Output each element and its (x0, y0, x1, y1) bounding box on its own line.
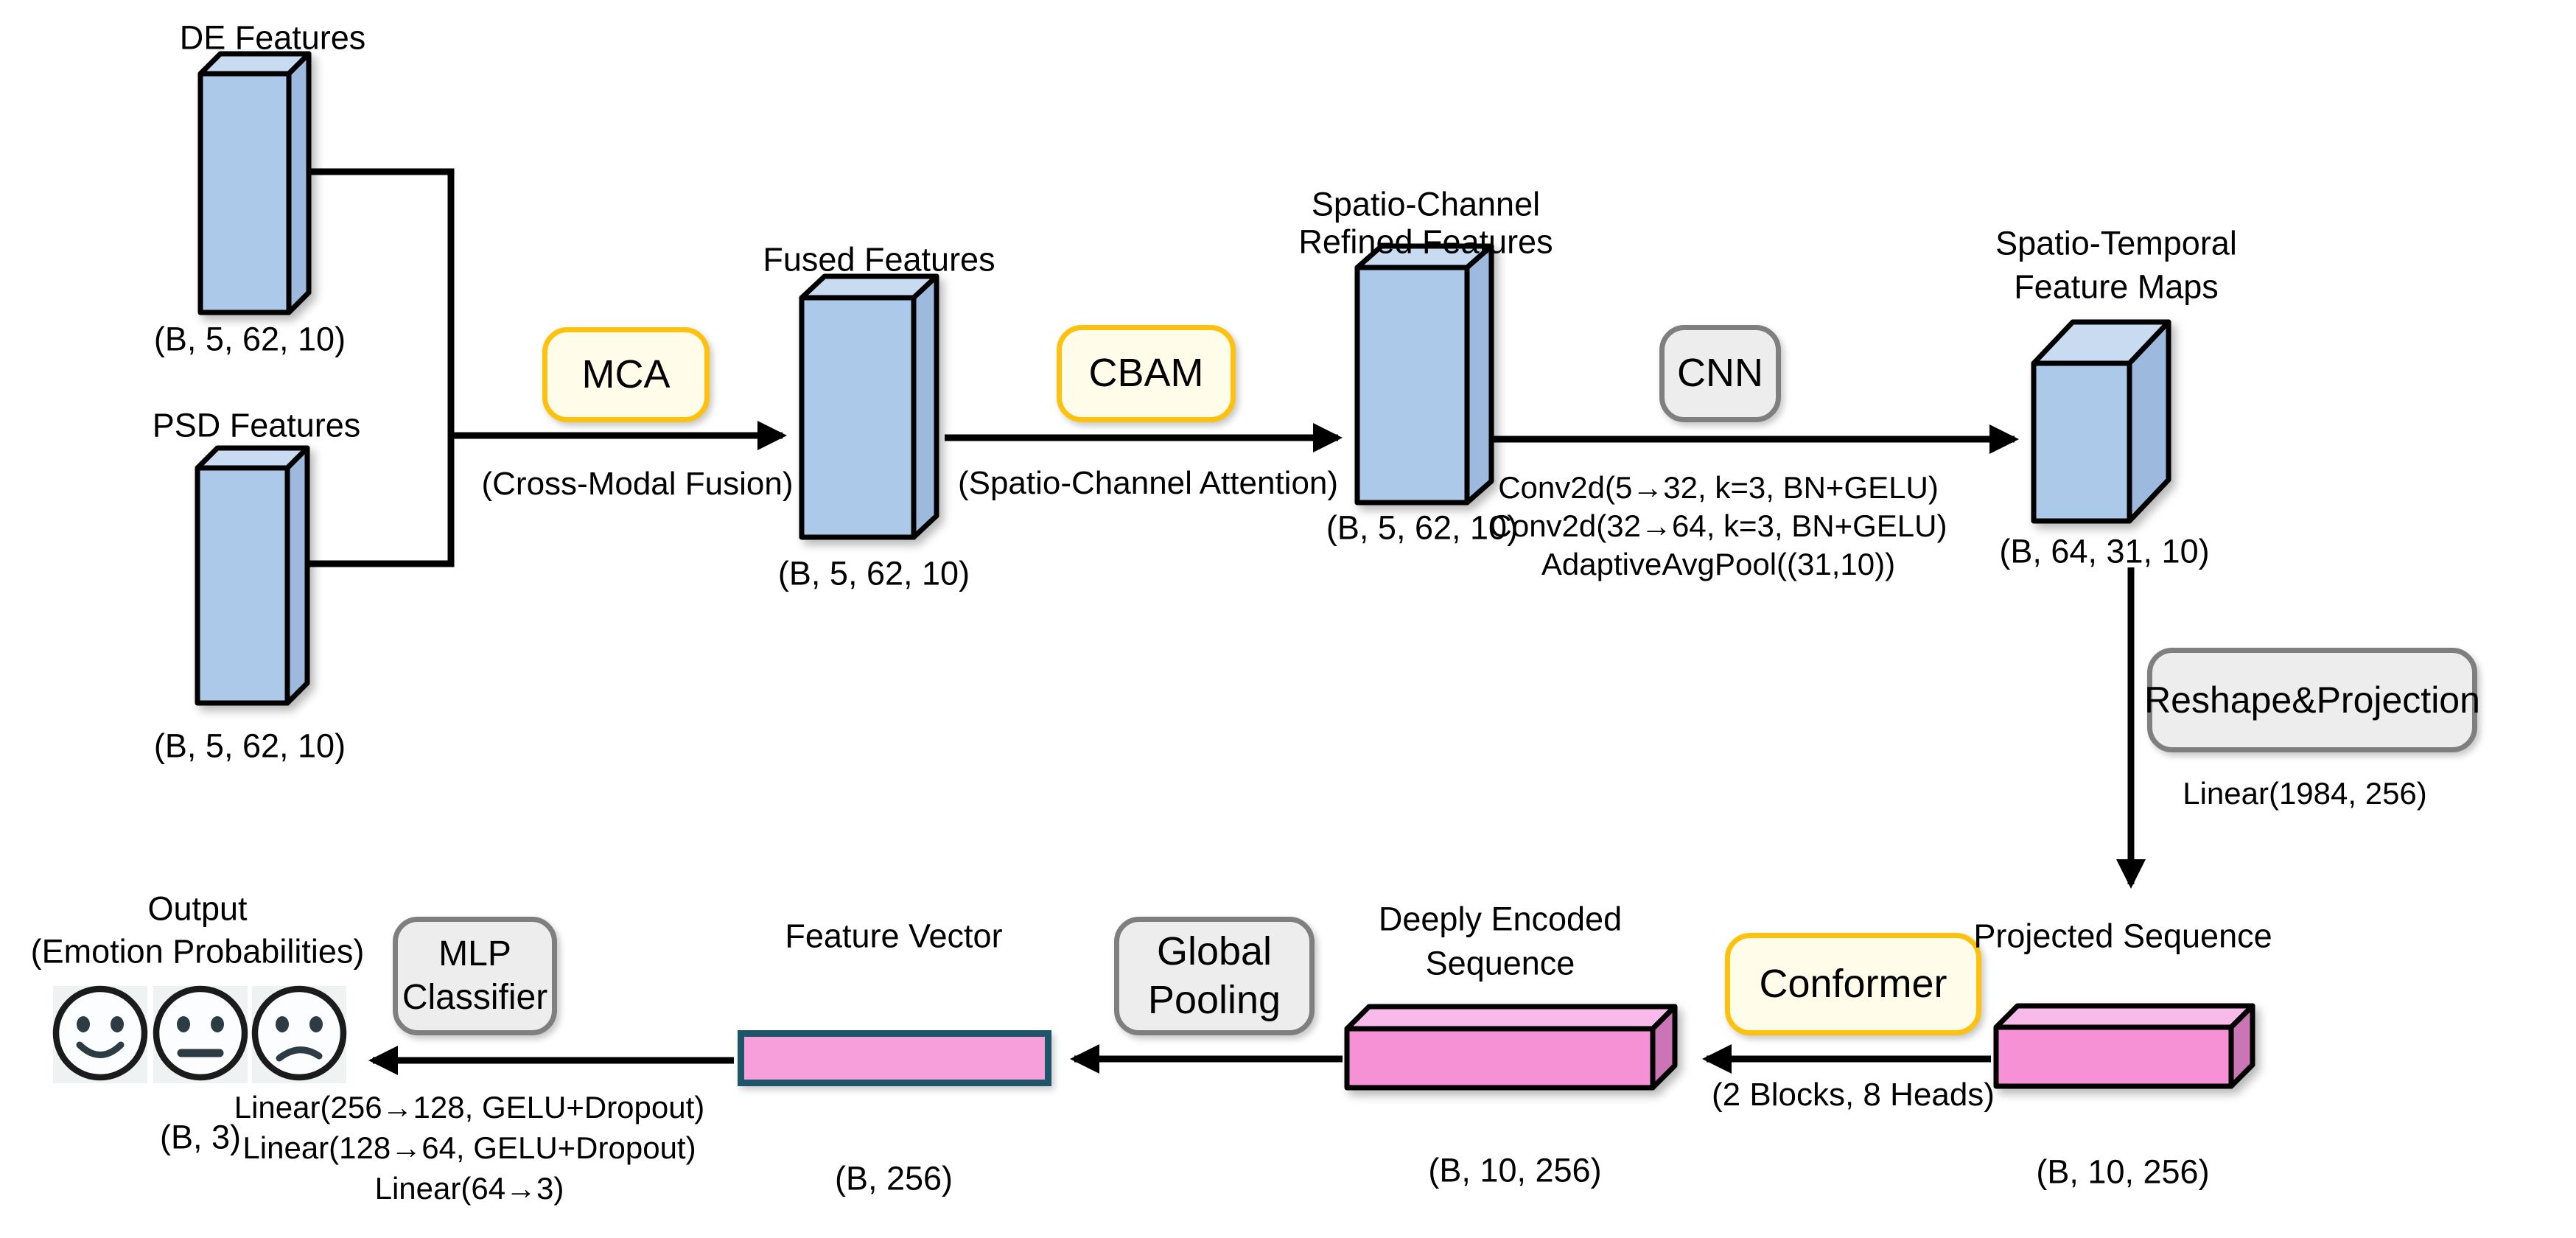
mlp-label-line1: MLP (438, 934, 511, 973)
feature-vector-shape: (B, 256) (834, 1159, 953, 1197)
global-pooling-label-line2: Pooling (1147, 977, 1281, 1022)
projected-shape: (B, 10, 256) (2036, 1153, 2210, 1191)
output-title-line1: Output (147, 889, 248, 928)
feature-vector-title: Feature Vector (785, 917, 1003, 955)
cnn-detail-1: Conv2d(5→32, k=3, BN+GELU) (1498, 470, 1939, 505)
reshape-detail: Linear(1984, 256) (2183, 776, 2427, 811)
cbam-caption: (Spatio-Channel Attention) (957, 465, 1339, 501)
de-features-title: DE Features (179, 18, 366, 57)
projected-tensor-bar (1993, 1003, 2255, 1089)
reshape-projection-module: Reshape&Projection (2144, 648, 2480, 752)
happy-face-icon (52, 985, 148, 1083)
de-tensor-cuboid (197, 51, 312, 315)
mca-module: MCA (542, 327, 710, 422)
refined-tensor-cuboid (1354, 243, 1494, 506)
global-pooling-label-line1: Global (1156, 929, 1273, 973)
mlp-detail-2: Linear(128→64, GELU+Dropout) (242, 1130, 696, 1165)
feature-vector-tensor (738, 1030, 1051, 1086)
deeply-shape: (B, 10, 256) (1428, 1151, 1602, 1189)
psd-features-title: PSD Features (152, 406, 361, 444)
conformer-module: Conformer (1725, 933, 1981, 1035)
mca-caption: (Cross-Modal Fusion) (481, 466, 794, 502)
stmaps-title-line1: Spatio-Temporal (1995, 224, 2237, 262)
sad-face-icon (251, 985, 347, 1083)
mca-label: MCA (581, 352, 671, 396)
deeply-title-line2: Sequence (1425, 944, 1575, 982)
mlp-label-line2: Classifier (402, 977, 548, 1017)
fused-features-title: Fused Features (763, 240, 995, 279)
mlp-classifier-module: MLP Classifier (393, 917, 557, 1035)
fused-tensor-cuboid (799, 273, 939, 540)
refined-title-line2: Refined Features (1298, 223, 1553, 261)
refined-title-line1: Spatio-Channel (1311, 185, 1541, 223)
refined-shape: (B, 5, 62, 10) (1326, 508, 1519, 547)
projected-title: Projected Sequence (1973, 917, 2272, 955)
psd-tensor-cuboid (195, 445, 310, 706)
cnn-detail-2: Conv2d(32→64, k=3, BN+GELU) (1489, 508, 1947, 543)
cbam-label: CBAM (1088, 351, 1204, 396)
input-merge-bracket (308, 168, 455, 567)
cnn-label: CNN (1677, 351, 1763, 396)
mlp-detail-1: Linear(256→128, GELU+Dropout) (234, 1090, 705, 1125)
output-title-line2: (Emotion Probabilities) (30, 932, 365, 971)
global-pooling-module: Global Pooling (1114, 917, 1315, 1035)
reshape-projection-label: Reshape&Projection (2144, 679, 2480, 721)
de-features-shape: (B, 5, 62, 10) (153, 320, 346, 358)
fused-features-shape: (B, 5, 62, 10) (777, 554, 970, 592)
cnn-module: CNN (1659, 325, 1781, 422)
cbam-module: CBAM (1057, 325, 1236, 422)
psd-features-shape: (B, 5, 62, 10) (153, 727, 346, 765)
conformer-label: Conformer (1759, 961, 1947, 1006)
neutral-face-icon (153, 985, 248, 1083)
deeply-title-line1: Deeply Encoded (1378, 900, 1623, 938)
conformer-caption: (2 Blocks, 8 Heads) (1712, 1077, 1995, 1113)
deeply-tensor-bar (1344, 1004, 1678, 1091)
mlp-detail-3: Linear(64→3) (374, 1171, 564, 1206)
stmaps-shape: (B, 64, 31, 10) (1999, 532, 2210, 570)
output-shape: (B, 3) (159, 1118, 242, 1156)
cnn-detail-3: AdaptiveAvgPool((31,10)) (1541, 547, 1896, 581)
stmaps-title-line2: Feature Maps (2014, 267, 2219, 306)
stmaps-tensor-cube (2031, 319, 2171, 524)
